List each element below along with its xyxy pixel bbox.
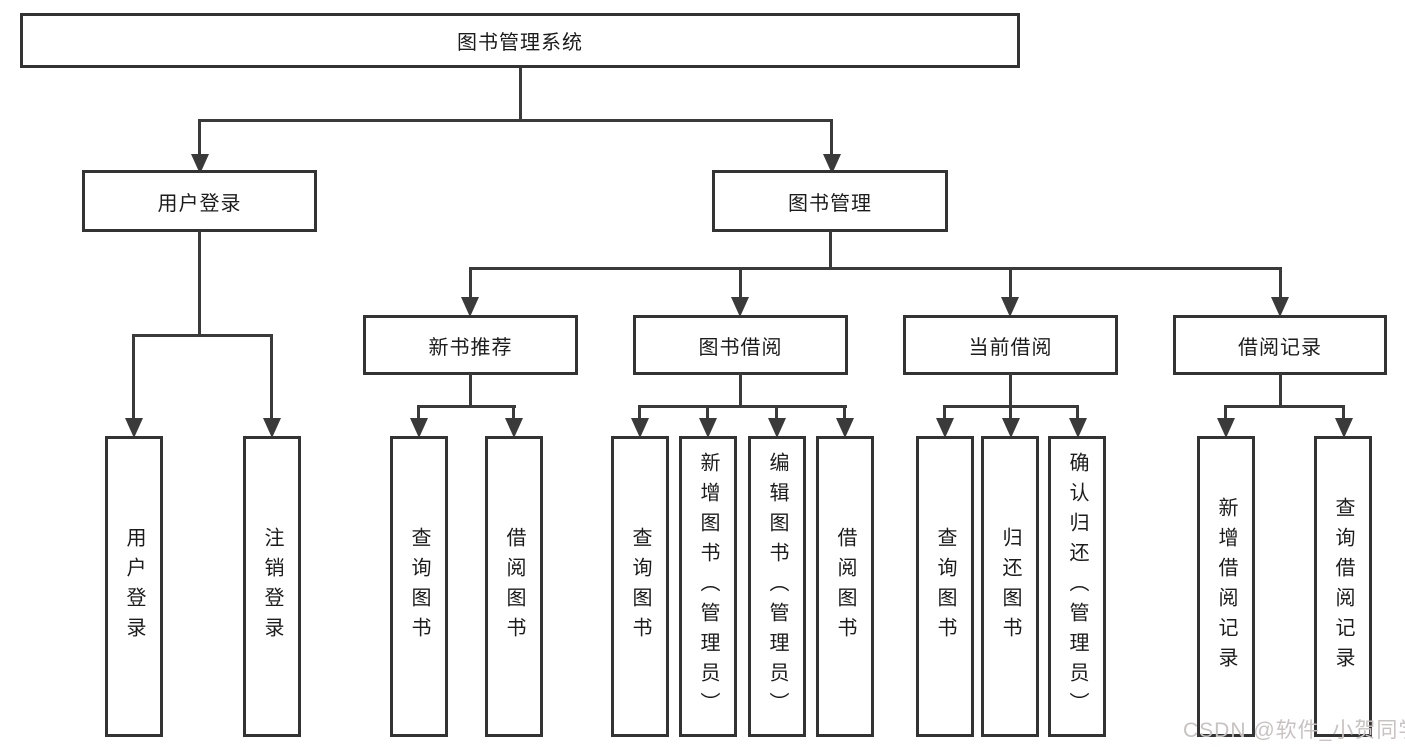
connector-line — [469, 267, 1282, 270]
connector-line — [775, 405, 778, 421]
connector-line — [829, 231, 832, 270]
leaf-label: 新增图书（管理员） — [697, 451, 719, 722]
leaf-query-books-borrowing: 查询图书 — [611, 436, 669, 737]
leaf-borrow-books-recommend: 借阅图书 — [485, 436, 543, 737]
arrow-down-icon — [125, 418, 143, 438]
connector-line — [198, 231, 201, 337]
csdn-watermark: CSDN @软件_小贺同学 — [1183, 719, 1405, 742]
arrow-down-icon — [768, 418, 786, 438]
connector-line — [1224, 405, 1345, 408]
leaf-borrow-books: 借阅图书 — [816, 436, 874, 737]
node-borrowing-records: 借阅记录 — [1173, 315, 1387, 375]
leaf-label: 借阅图书 — [834, 526, 856, 647]
arrow-down-icon — [836, 418, 854, 438]
arrow-down-icon — [191, 154, 209, 174]
arrow-down-icon — [1069, 418, 1087, 438]
node-label: 新书推荐 — [428, 336, 513, 359]
connector-line — [943, 405, 946, 421]
node-label: 图书管理系统 — [457, 32, 583, 54]
node-label: 图书借阅 — [698, 336, 783, 359]
leaf-label: 注销登录 — [261, 526, 283, 647]
node-label: 用户登录 — [157, 192, 242, 215]
leaf-label: 归还图书 — [999, 526, 1021, 647]
leaf-confirm-return-admin: 确认归还（管理员） — [1048, 436, 1106, 737]
leaf-query-borrow-record: 查询借阅记录 — [1314, 436, 1372, 737]
connector-line — [1009, 405, 1012, 421]
connector-line — [1076, 405, 1079, 421]
leaf-label: 借阅图书 — [503, 526, 525, 647]
arrow-down-icon — [461, 297, 479, 317]
leaf-user-login: 用户登录 — [105, 436, 163, 737]
connector-line — [198, 119, 201, 158]
connector-line — [1009, 267, 1012, 300]
arrow-down-icon — [1271, 297, 1289, 317]
leaf-add-books-admin: 新增图书（管理员） — [679, 436, 737, 737]
arrow-down-icon — [263, 418, 281, 438]
leaf-label: 查询借阅记录 — [1332, 496, 1354, 677]
connector-line — [512, 405, 515, 421]
connector-line — [417, 405, 516, 408]
connector-line — [830, 119, 833, 158]
connector-line — [739, 373, 742, 407]
leaf-label: 新增借阅记录 — [1215, 496, 1237, 677]
arrow-down-icon — [1335, 418, 1353, 438]
node-book-management: 图书管理 — [712, 170, 948, 232]
leaf-label: 用户登录 — [123, 526, 145, 647]
connector-line — [133, 334, 273, 337]
leaf-edit-books-admin: 编辑图书（管理员） — [748, 436, 806, 737]
connector-line — [1009, 373, 1012, 407]
node-label: 借阅记录 — [1238, 336, 1322, 359]
leaf-label: 查询图书 — [934, 526, 956, 647]
leaf-add-borrow-record: 新增借阅记录 — [1197, 436, 1255, 737]
arrow-down-icon — [936, 418, 954, 438]
arrow-down-icon — [1217, 418, 1235, 438]
arrow-down-icon — [1002, 418, 1020, 438]
leaf-label: 查询图书 — [408, 526, 430, 647]
connector-line — [132, 334, 135, 420]
connector-line — [1279, 373, 1282, 407]
connector-line — [469, 267, 472, 300]
connector-line — [469, 373, 472, 407]
connector-line — [843, 405, 846, 421]
connector-line — [198, 119, 833, 122]
arrow-down-icon — [823, 154, 841, 174]
leaf-query-books-recommend: 查询图书 — [390, 436, 448, 737]
node-book-borrowing: 图书借阅 — [633, 315, 848, 375]
node-user-login: 用户登录 — [82, 170, 317, 232]
node-current-borrowing: 当前借阅 — [903, 315, 1118, 375]
leaf-logout: 注销登录 — [243, 436, 301, 737]
leaf-label: 编辑图书（管理员） — [766, 451, 788, 722]
connector-line — [519, 68, 522, 121]
connector-line — [1279, 267, 1282, 300]
connector-line — [417, 405, 420, 421]
connector-line — [1224, 405, 1227, 421]
connector-line — [706, 405, 709, 421]
leaf-query-books-current: 查询图书 — [916, 436, 974, 737]
arrow-down-icon — [410, 418, 428, 438]
node-library-management-system: 图书管理系统 — [20, 13, 1020, 68]
connector-line — [638, 405, 641, 421]
node-label: 图书管理 — [788, 192, 872, 215]
arrow-down-icon — [699, 418, 717, 438]
leaf-label: 确认归还（管理员） — [1066, 451, 1088, 722]
connector-line — [739, 267, 742, 300]
leaf-return-books: 归还图书 — [981, 436, 1039, 737]
arrow-down-icon — [505, 418, 523, 438]
leaf-label: 查询图书 — [629, 526, 651, 647]
connector-line — [270, 334, 273, 420]
node-new-book-recommend: 新书推荐 — [363, 315, 578, 375]
connector-line — [1342, 405, 1345, 421]
arrow-down-icon — [631, 418, 649, 438]
arrow-down-icon — [1001, 297, 1019, 317]
node-label: 当前借阅 — [968, 336, 1053, 359]
connector-line — [638, 405, 847, 408]
arrow-down-icon — [731, 297, 749, 317]
